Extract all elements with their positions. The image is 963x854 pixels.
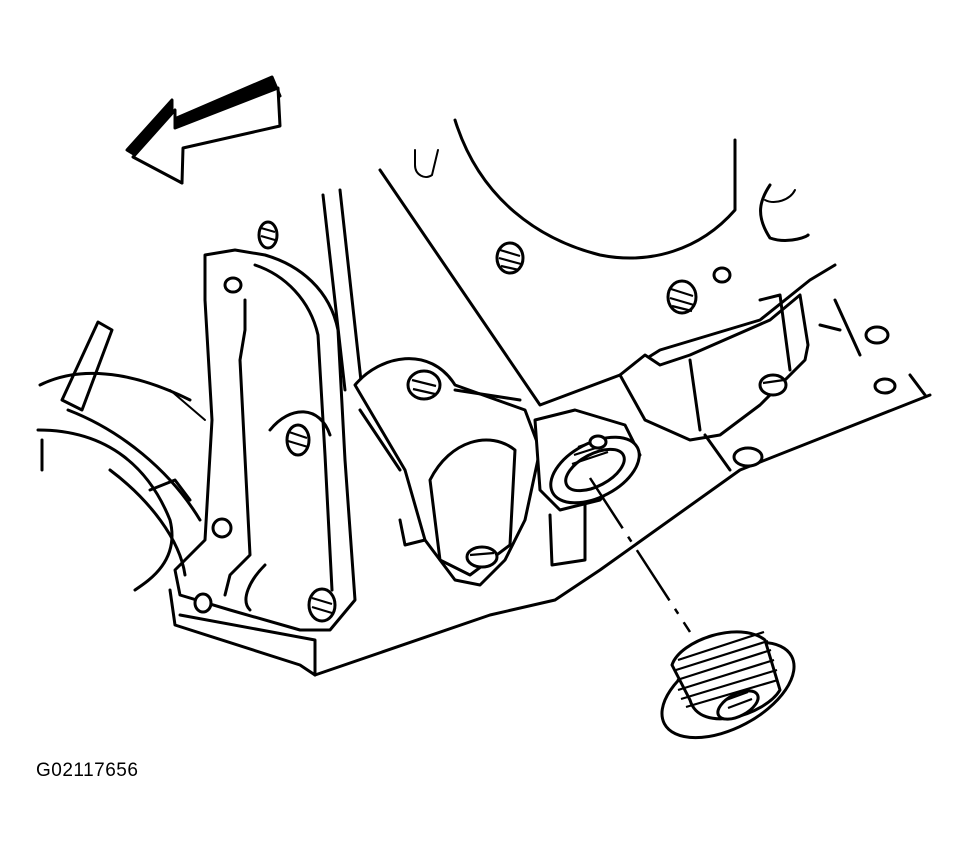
bolt-hole (864, 325, 890, 345)
bolt-hole (307, 587, 337, 623)
bolt-hole (465, 545, 499, 569)
arrow-left-icon (125, 75, 282, 185)
installation-line (588, 477, 692, 633)
figure-id-label: G02117656 (36, 760, 139, 781)
bolt-hole (495, 241, 525, 275)
bolt-hole (223, 276, 243, 294)
bolt-hole (758, 373, 788, 397)
bolt-hole (732, 446, 764, 468)
bolt-hole (285, 423, 311, 457)
bolt-hole (712, 266, 732, 284)
bolt-hole (406, 369, 442, 401)
bolt-hole (588, 434, 608, 450)
bolt-hole (193, 592, 213, 614)
bolt-hole (873, 377, 897, 395)
bolt-hole (257, 220, 279, 250)
engine-block (36, 118, 932, 677)
bolt-hole (211, 517, 233, 539)
bolt-hole (666, 279, 698, 315)
threaded-plug (660, 630, 796, 740)
